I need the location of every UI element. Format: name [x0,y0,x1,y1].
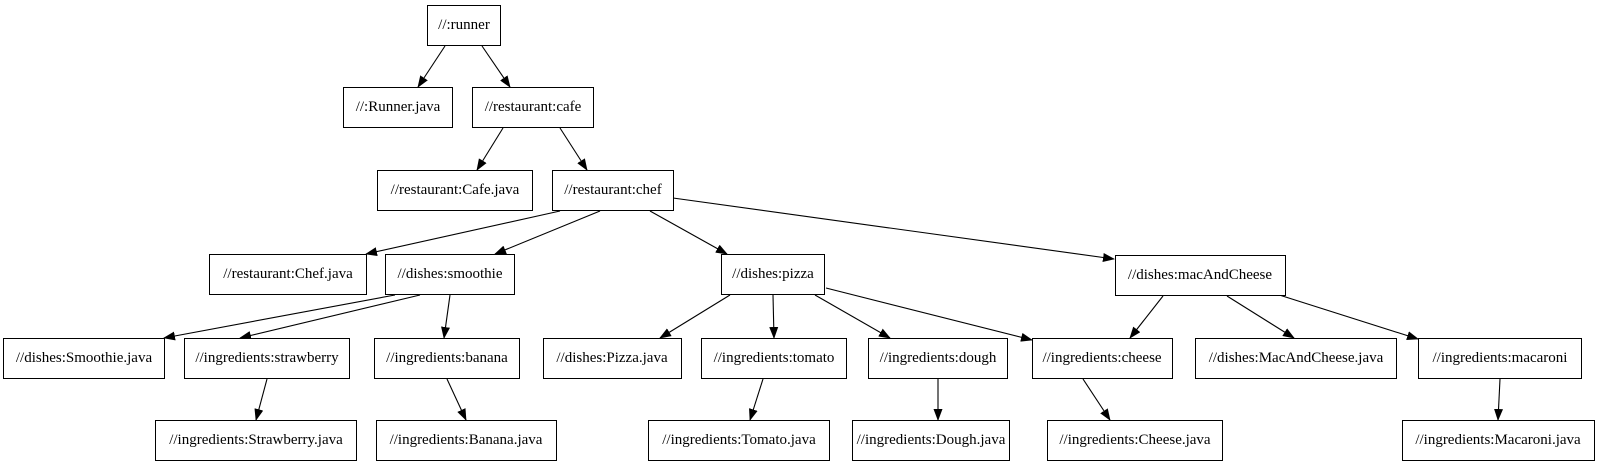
edge-macandcheese-to-cheese [1129,295,1164,339]
edge-pizza-to-dough [814,294,891,339]
node-macandcheese_java: //dishes:MacAndCheese.java [1195,338,1397,379]
edge-smoothie-to-strawberry [239,294,421,340]
node-macandcheese: //dishes:macAndCheese [1114,255,1286,296]
node-banana_java: //ingredients:Banana.java [375,420,557,461]
edge-chef-to-macandcheese [672,197,1115,262]
edge-pizza-to-pizza_java [659,294,731,339]
node-smoothie: //dishes:smoothie [385,254,515,295]
node-cheese: //ingredients:cheese [1031,338,1173,379]
edge-macaroni-to-macaroni_java [1494,378,1504,421]
node-macaroni_java: //ingredients:Macaroni.java [1401,420,1595,461]
node-strawberry: //ingredients:strawberry [184,338,350,379]
edge-cafe-to-cafe_java [476,127,504,171]
node-pizza: //dishes:pizza [721,254,825,295]
node-strawberry_java: //ingredients:Strawberry.java [155,420,357,461]
node-tomato: //ingredients:tomato [701,338,847,379]
edge-cafe-to-chef [559,127,588,171]
edge-pizza-to-tomato [769,294,779,339]
edge-pizza-to-cheese [825,287,1033,342]
node-dough: //ingredients:dough [868,338,1008,379]
edge-tomato-to-tomato_java [749,378,764,421]
edge-strawberry-to-strawberry_java [254,378,268,421]
edge-smoothie-to-banana [441,294,451,339]
node-banana: //ingredients:banana [374,338,520,379]
node-cafe: //restaurant:cafe [472,87,594,128]
edge-cheese-to-cheese_java [1082,378,1111,421]
edge-smoothie-to-smoothie_java [163,294,396,341]
node-chef: //restaurant:chef [552,170,674,211]
edge-chef-to-chef_java [365,210,561,257]
node-tomato_java: //ingredients:Tomato.java [648,420,830,461]
edge-chef-to-pizza [649,210,728,255]
edge-macandcheese-to-macaroni [1272,292,1419,340]
edge-group [163,45,1504,421]
edge-macandcheese-to-macandcheese_java [1226,295,1295,339]
node-smoothie_java: //dishes:Smoothie.java [3,338,165,379]
node-dough_java: //ingredients:Dough.java [852,420,1010,461]
node-pizza_java: //dishes:Pizza.java [542,338,682,379]
node-cafe_java: //restaurant:Cafe.java [377,170,533,211]
edge-runner-to-runner_java [417,45,446,88]
node-runner: //:runner [427,5,501,46]
node-chef_java: //restaurant:Chef.java [209,254,367,295]
edge-banana-to-banana_java [446,378,467,421]
edge-chef-to-smoothie [494,210,601,255]
node-macaroni: //ingredients:macaroni [1418,338,1582,379]
node-runner_java: //:Runner.java [343,87,453,128]
edge-runner-to-cafe [481,45,511,88]
node-cheese_java: //ingredients:Cheese.java [1047,420,1223,461]
